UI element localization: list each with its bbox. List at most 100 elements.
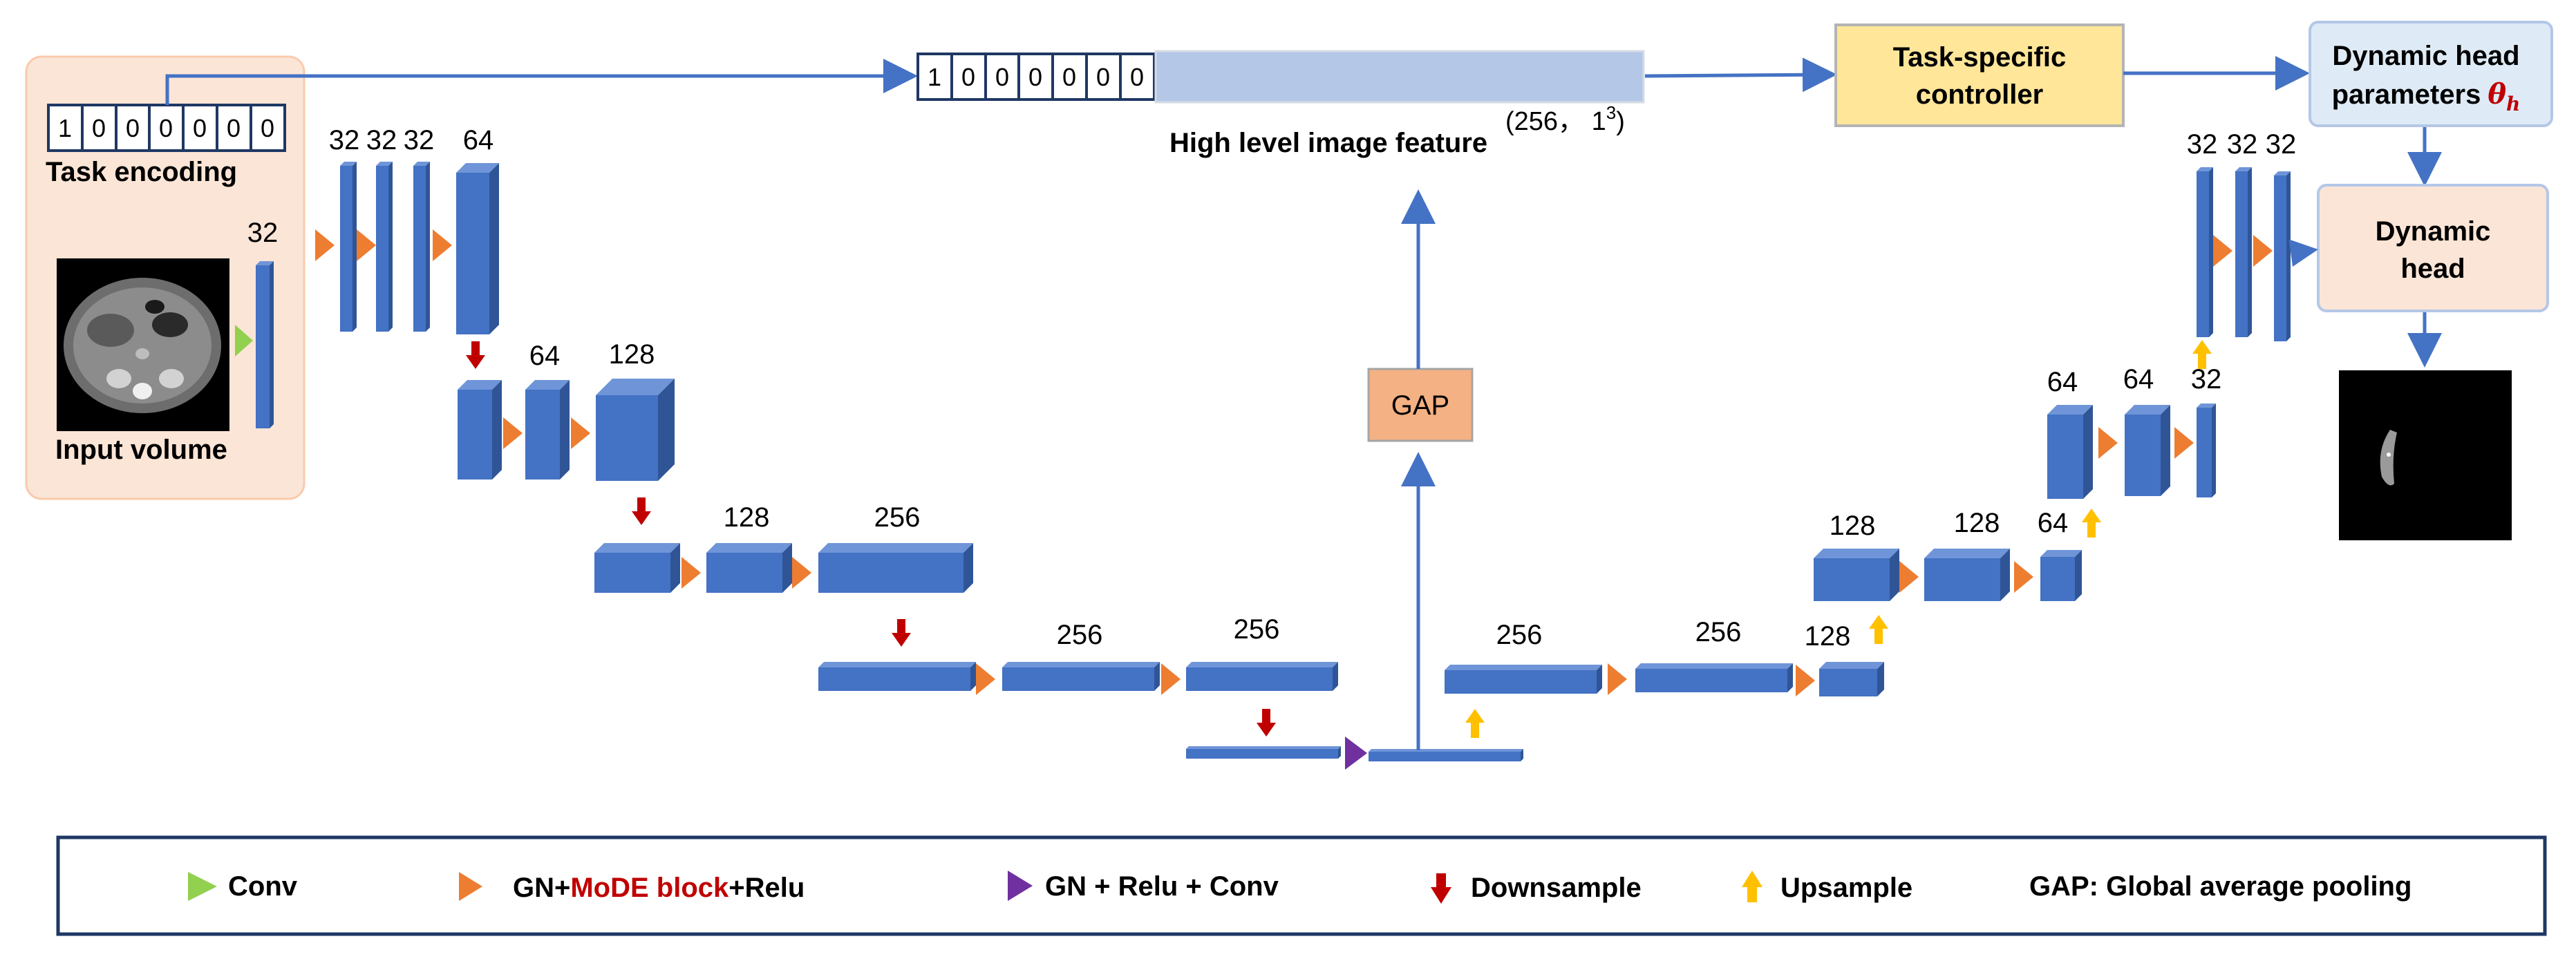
mode-arrow (2253, 235, 2273, 267)
feature-bit-0: 1 (928, 63, 941, 91)
legend-downsample-label: Downsample (1471, 873, 1642, 903)
block-enc-9 (706, 543, 792, 593)
block-enc-8 (594, 543, 680, 593)
legend-mode-prefix: GN+ (513, 873, 570, 903)
feature-size-exponent: 3 (1606, 102, 1616, 123)
mode-arrow (2098, 427, 2118, 459)
ct-image (57, 258, 229, 431)
mode-arrow (357, 229, 376, 261)
block-dec-6 (2047, 405, 2093, 499)
feature-bit-3: 0 (1028, 63, 1042, 91)
output-mask (2339, 370, 2512, 540)
theta-subscript: h (2506, 93, 2520, 115)
downsample-arrow (632, 497, 651, 525)
mode-arrow (503, 417, 523, 449)
channel-label-c6: 128 (609, 339, 655, 370)
legend-upsample-icon (1742, 871, 1762, 902)
block-dec-7 (2125, 405, 2170, 496)
task-bit-1: 0 (92, 114, 106, 142)
mode-arrow (1899, 561, 1919, 593)
legend-gn-relu-conv-label: GN + Relu + Conv (1045, 871, 1279, 902)
legend-upsample-label: Upsample (1780, 873, 1912, 903)
upsample-arrow (2192, 340, 2212, 369)
legend-mode-icon (459, 872, 482, 901)
channel-label-c0: 32 (247, 218, 279, 248)
channel-label-d4: 128 (1954, 508, 2000, 538)
task-bit-4: 0 (193, 114, 207, 142)
dynamic-head-box (2317, 184, 2549, 312)
channel-label-d9: 32 (2187, 129, 2218, 160)
task-encoding-vector: 1 0 0 0 0 0 0 (47, 104, 286, 152)
gn-relu-conv-arrow (1345, 737, 1367, 770)
block-enc-6 (525, 380, 570, 480)
channel-label-d11: 32 (2266, 129, 2297, 160)
feature-size-label: (256， 13) (1505, 102, 1625, 136)
legend-downsample-icon (1431, 873, 1451, 904)
feature-size-suffix: ) (1616, 107, 1625, 136)
block-dec-9 (2197, 167, 2213, 337)
controller-label-line1: Task-specific (1893, 42, 2067, 73)
high-level-feature-bar (1154, 50, 1645, 104)
upsample-arrow (2082, 509, 2101, 538)
feature-bit-1: 0 (961, 63, 975, 91)
task-bit-3: 0 (159, 114, 173, 142)
block-enc-13 (1186, 662, 1338, 691)
block-enc-7 (596, 379, 675, 481)
block-enc-0 (256, 261, 274, 428)
controller-label-line2: controller (1916, 79, 2043, 110)
channel-label-c4: 64 (463, 125, 494, 155)
downsample-arrow (1257, 709, 1276, 737)
channel-label-d3: 128 (1830, 511, 1876, 541)
mode-arrow (681, 557, 701, 589)
task-bit-0: 1 (58, 114, 72, 142)
mode-arrow (571, 417, 590, 449)
block-dec-10 (2235, 167, 2252, 337)
channel-label-c8: 256 (874, 502, 921, 533)
channel-label-c5: 64 (529, 341, 561, 371)
legend-conv-icon (188, 872, 217, 901)
mode-arrow (792, 557, 811, 589)
feature-bit-6: 0 (1130, 63, 1144, 91)
task-bit-5: 0 (227, 114, 241, 142)
channel-label-c7: 128 (724, 502, 770, 533)
block-dec-2 (1819, 662, 1884, 696)
block-bottleneck-0 (1186, 746, 1341, 759)
block-enc-11 (818, 662, 976, 691)
block-enc-3 (413, 162, 430, 332)
feature-bit-4: 0 (1062, 63, 1076, 91)
block-enc-10 (818, 543, 973, 593)
mode-arrow (976, 663, 995, 695)
high-level-feature-label: High level image feature (1169, 128, 1487, 158)
feature-bit-2: 0 (995, 63, 1009, 91)
mode-arrow (2213, 235, 2232, 267)
block-dec-0 (1445, 665, 1602, 694)
block-enc-1 (340, 162, 357, 332)
input-volume-label: Input volume (55, 435, 227, 465)
channel-label-d0: 256 (1496, 620, 1543, 650)
feature-size-prefix: (256， 1 (1505, 107, 1606, 136)
mode-arrow (1796, 665, 1815, 696)
mode-arrow (2014, 561, 2033, 593)
mode-arrow (315, 229, 335, 261)
legend-mode-label: GN+MoDE block+Relu (513, 873, 805, 903)
mode-arrow (433, 229, 452, 261)
block-dec-5 (2040, 550, 2082, 601)
channel-label-c1: 32 (329, 125, 360, 155)
theta-symbol: θ (2488, 78, 2506, 111)
mode-arrow (1161, 663, 1181, 695)
mode-arrow (2174, 427, 2194, 459)
channel-label-d8: 32 (2191, 364, 2222, 395)
block-enc-5 (458, 380, 502, 480)
task-encoding-to-feature-arrow (165, 59, 918, 105)
dynamic-params-word: parameters (2332, 79, 2481, 110)
block-enc-4 (456, 163, 499, 334)
legend-gap-label: GAP: Global average pooling (2029, 871, 2412, 902)
gap-label: GAP (1391, 390, 1449, 421)
dynamic-head-line1: Dynamic (2376, 216, 2491, 247)
channel-label-d2: 128 (1805, 621, 1851, 652)
channel-label-c9: 256 (1057, 620, 1103, 650)
block-dec-1 (1635, 663, 1793, 692)
upsample-arrow (1869, 615, 1888, 644)
